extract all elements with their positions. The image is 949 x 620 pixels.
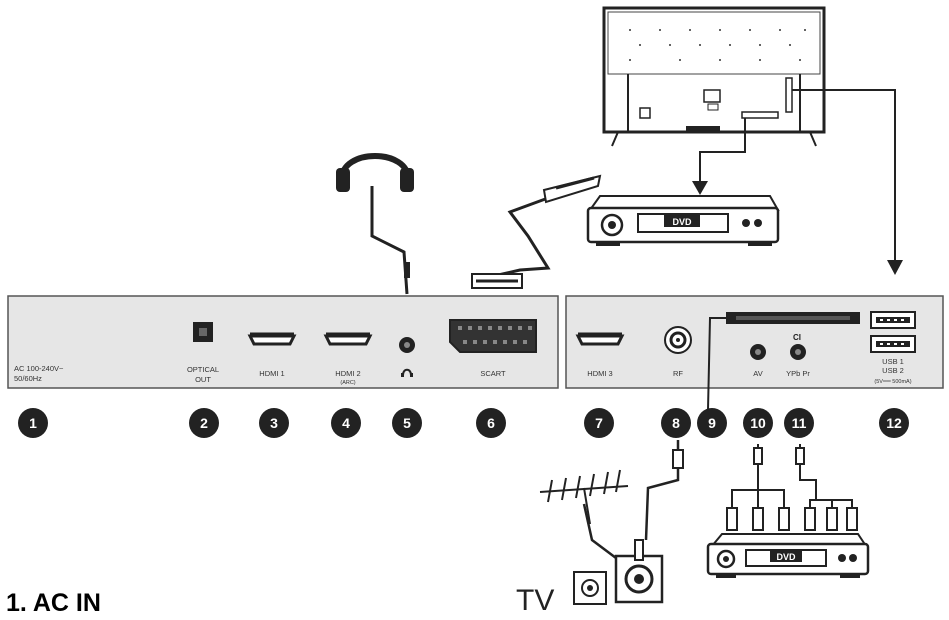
- badge-9-number: 9: [708, 415, 716, 431]
- badge-3: [259, 408, 289, 438]
- rf-port: [664, 326, 692, 354]
- arrow-head-usb: [887, 260, 903, 275]
- badge-10-number: 10: [750, 415, 766, 431]
- badge-4-number: 4: [342, 415, 350, 431]
- badge-5: [392, 408, 422, 438]
- headphone-jack: [399, 337, 415, 377]
- badge-7: [584, 408, 614, 438]
- ypbpr-jack: [790, 344, 806, 360]
- section-heading: 1. AC IN: [6, 589, 101, 617]
- scart-label: SCART: [480, 369, 506, 378]
- dvd-label-bottom: DVD: [776, 552, 796, 562]
- av-cable: [731, 444, 785, 510]
- dvd-player-top: [586, 195, 780, 246]
- av-label: AV: [753, 369, 762, 378]
- hdmi-1-port: [247, 332, 297, 346]
- optical-label-line2: OUT: [195, 375, 211, 384]
- badge-3-number: 3: [270, 415, 278, 431]
- scart-cable: [471, 174, 602, 289]
- badge-2: [189, 408, 219, 438]
- hdmi-2-label: HDMI 2: [335, 369, 360, 378]
- hdmi-3-label: HDMI 3: [587, 369, 612, 378]
- badge-8: [661, 408, 691, 438]
- badge-5-number: 5: [403, 415, 411, 431]
- hdmi-3-port: [575, 332, 625, 346]
- badge-1: [18, 408, 48, 438]
- badge-6-number: 6: [487, 415, 495, 431]
- hdmi-2-port: [323, 332, 373, 346]
- ci-label: CI: [793, 333, 801, 342]
- rf-label: RF: [673, 369, 683, 378]
- usb-1-port: [870, 311, 916, 329]
- headphones-icon: [336, 153, 414, 295]
- badge-10: [743, 408, 773, 438]
- ac-label-line2: 50/60Hz: [14, 374, 42, 383]
- badge-1-number: 1: [29, 415, 37, 431]
- ci-lead-line: [707, 317, 726, 411]
- tv-back-illustration: [602, 6, 826, 147]
- ypbpr-cable: [799, 444, 853, 510]
- badge-11: [784, 408, 814, 438]
- rf-plug: [672, 449, 684, 469]
- dvd-player-bottom: [706, 533, 870, 578]
- badge-12-number: 12: [886, 415, 902, 431]
- arrow-head-dvd: [692, 181, 708, 195]
- scart-port: [449, 319, 537, 353]
- antenna-icon: [539, 469, 629, 525]
- connection-arrows: [699, 89, 896, 260]
- optical-label-line1: OPTICAL: [187, 365, 219, 374]
- av-jack: [750, 344, 766, 360]
- badge-9: [697, 408, 727, 438]
- optical-out-port: [193, 322, 213, 342]
- dvd-label-top: DVD: [672, 217, 692, 227]
- badge-2-number: 2: [200, 415, 208, 431]
- usb-2-port: [870, 335, 916, 353]
- badge-6: [476, 408, 506, 438]
- usb-2-label: USB 2: [882, 366, 904, 375]
- badge-4: [331, 408, 361, 438]
- badge-12: [879, 408, 909, 438]
- antenna-wall-socket: [573, 539, 664, 605]
- tv-wall-socket-label: TV: [516, 584, 554, 617]
- rca-plugs: [726, 447, 858, 531]
- hdmi-1-label: HDMI 1: [259, 369, 284, 378]
- badge-7-number: 7: [595, 415, 603, 431]
- rf-cable: [582, 440, 680, 571]
- number-badges: [18, 408, 909, 438]
- ci-slot: [726, 312, 860, 324]
- usb-1-label: USB 1: [882, 357, 904, 366]
- ac-label-line1: AC 100-240V~: [14, 364, 64, 373]
- usb-power-label: (5V══ 500mA): [874, 379, 911, 385]
- hdmi-2-arc-label: (ARC): [340, 380, 355, 386]
- badge-11-number: 11: [792, 415, 807, 431]
- badge-8-number: 8: [672, 415, 680, 431]
- ypbpr-label: YPb Pr: [786, 369, 810, 378]
